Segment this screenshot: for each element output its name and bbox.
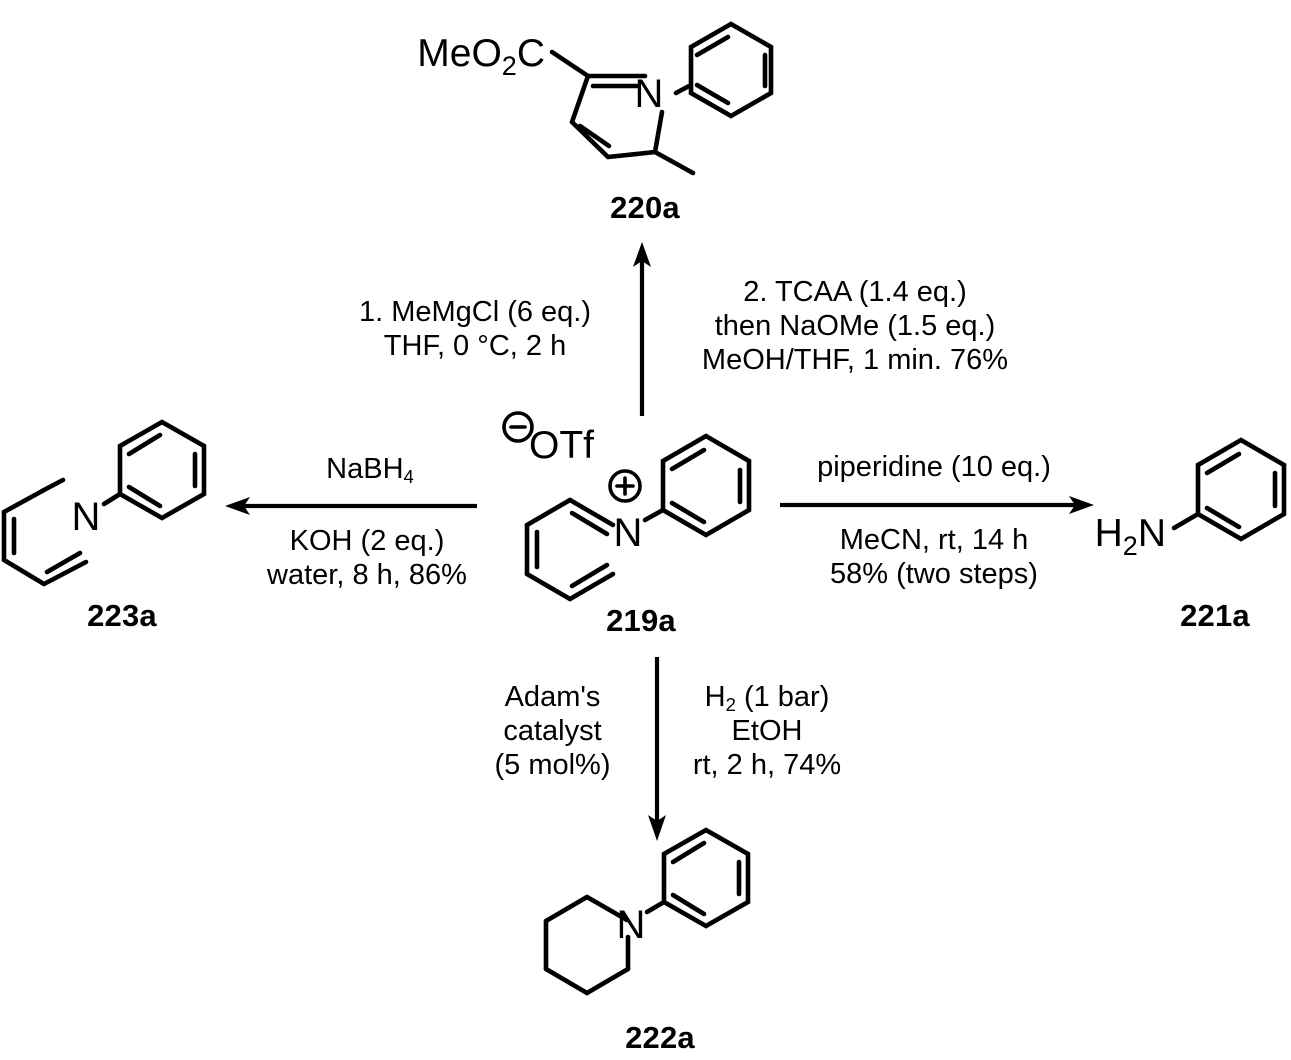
atom-label-nitrogen-222a: N bbox=[617, 903, 646, 947]
conditions-up-left: 1. MeMgCl (6 eq.) THF, 0 °C, 2 h bbox=[330, 295, 620, 363]
conditions-down-left-line-1: Adam's bbox=[504, 681, 601, 713]
arrow-right-219a-to-221a bbox=[778, 487, 1096, 523]
conditions-up-left-line-1: 1. MeMgCl (6 eq.) bbox=[358, 296, 592, 328]
structure-222a: N bbox=[530, 827, 790, 1025]
conditions-up-right-line-2: then NaOMe (1.5 eq.) bbox=[714, 310, 996, 343]
conditions-right-above-line-1: piperidine (10 eq.) bbox=[817, 451, 1051, 483]
conditions-down-right-line-2: EtOH bbox=[731, 715, 803, 748]
conditions-down-left-line-3: (5 mol%) bbox=[494, 749, 611, 782]
atom-label-nitrogen-223a: N bbox=[72, 495, 101, 539]
structure-220a: N MeO2C bbox=[417, 0, 860, 200]
conditions-left-below-line-1: KOH (2 eq.) bbox=[289, 525, 445, 557]
compound-label-219a: 219a bbox=[606, 603, 676, 638]
conditions-right-above: piperidine (10 eq.) bbox=[778, 450, 1090, 484]
conditions-left-below: KOH (2 eq.) water, 8 h, 86% bbox=[232, 524, 502, 592]
compound-label-221a: 221a bbox=[1180, 598, 1250, 633]
conditions-up-left-line-2: THF, 0 °C, 2 h bbox=[383, 330, 567, 363]
structure-219a: OTf N bbox=[495, 408, 765, 608]
amine-group-label-221a: H2N bbox=[1095, 512, 1166, 561]
condition-divider-down bbox=[656, 676, 659, 794]
conditions-left-below-line-2: water, 8 h, 86% bbox=[267, 559, 467, 592]
structure-221a: H2N bbox=[1078, 418, 1291, 598]
conditions-right-below-line-1: MeCN, rt, 14 h bbox=[839, 524, 1029, 556]
conditions-down-right-line-1: H2 (1 bar) bbox=[704, 681, 830, 716]
condition-divider-up bbox=[641, 268, 644, 390]
compound-label-223a: 223a bbox=[87, 598, 157, 633]
counterion-label-219a: OTf bbox=[529, 424, 594, 467]
conditions-left-above-line-1: NaBH4 bbox=[326, 453, 414, 488]
conditions-down-left-line-2: catalyst bbox=[503, 715, 602, 748]
atom-label-nitrogen-220a: N bbox=[635, 72, 664, 116]
conditions-right-below: MeCN, rt, 14 h 58% (two steps) bbox=[778, 523, 1090, 591]
conditions-down-right: H2 (1 bar) EtOH rt, 2 h, 74% bbox=[672, 680, 862, 783]
arrow-left-219a-to-223a bbox=[225, 488, 480, 524]
conditions-left-above: NaBH4 bbox=[240, 452, 500, 486]
conditions-up-right: 2. TCAA (1.4 eq.) then NaOMe (1.5 eq.) M… bbox=[660, 275, 1050, 378]
compound-label-222a: 222a bbox=[625, 1020, 695, 1055]
compound-label-220a: 220a bbox=[610, 190, 680, 225]
conditions-up-right-line-1: 2. TCAA (1.4 eq.) bbox=[743, 276, 967, 308]
ester-group-label-220a: MeO2C bbox=[417, 32, 545, 81]
atom-label-nitrogen-219a: N bbox=[614, 511, 643, 555]
structure-223a: N bbox=[0, 412, 225, 607]
conditions-down-right-line-3: rt, 2 h, 74% bbox=[692, 749, 842, 782]
conditions-right-below-line-2: 58% (two steps) bbox=[830, 558, 1038, 591]
conditions-up-right-line-3: MeOH/THF, 1 min. 76% bbox=[701, 344, 1009, 377]
conditions-down-left: Adam's catalyst (5 mol%) bbox=[460, 680, 645, 783]
